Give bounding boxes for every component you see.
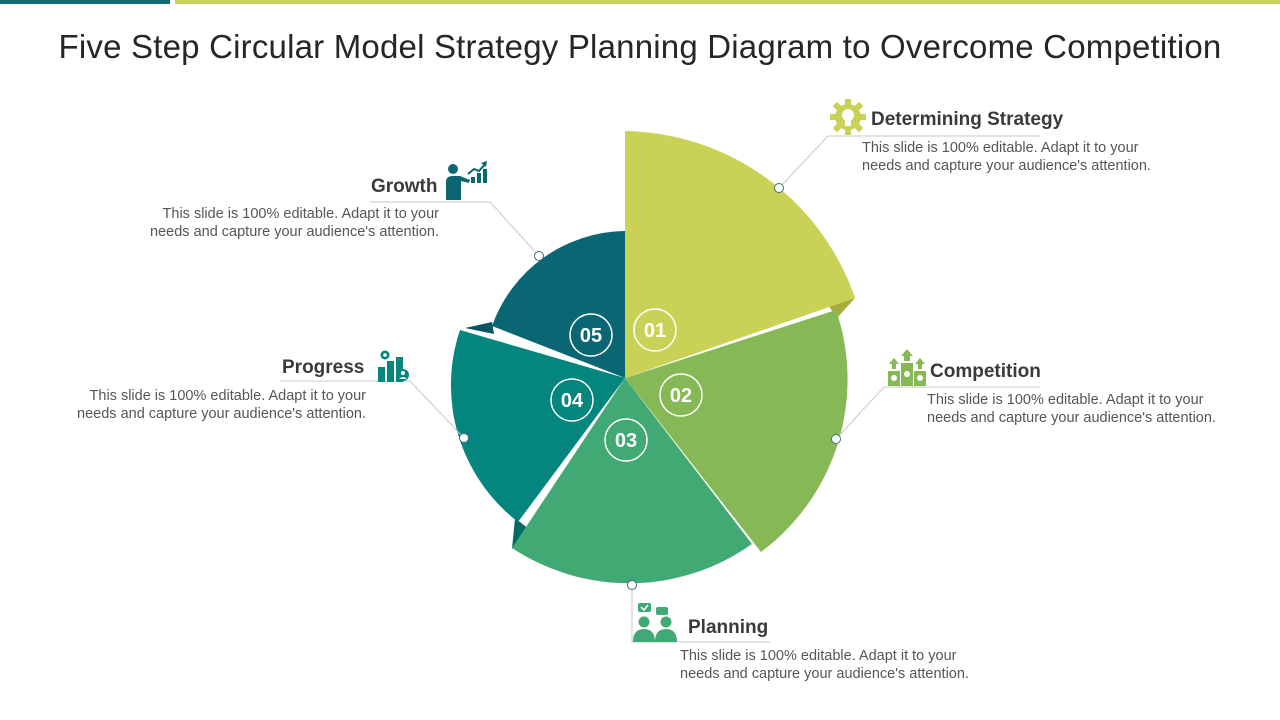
segment-05-edge xyxy=(465,322,494,334)
top-accent-bar-dark xyxy=(0,0,170,4)
svg-text:01: 01 xyxy=(644,320,666,342)
step-01-description: This slide is 100% editable. Adapt it to… xyxy=(862,140,1151,174)
podium-dollar-icon xyxy=(888,349,926,386)
svg-text:05: 05 xyxy=(580,325,602,347)
bar-chart-gear-icon xyxy=(378,350,409,382)
top-accent-bar-lime xyxy=(175,0,1280,4)
step-number-02: 02 xyxy=(659,373,703,417)
connector-03 xyxy=(631,585,770,643)
connector-04 xyxy=(280,380,465,439)
connector-dot-05 xyxy=(534,251,544,261)
connector-dot-04 xyxy=(459,433,469,443)
segment-04 xyxy=(450,330,625,522)
connector-dot-01 xyxy=(774,183,784,193)
step-number-04: 04 xyxy=(550,378,594,422)
step-02-heading: Competition xyxy=(930,361,1041,382)
step-04-heading: Progress xyxy=(282,357,365,378)
step-03-heading: Planning xyxy=(688,617,769,638)
svg-text:04: 04 xyxy=(561,390,584,412)
step-number-05: 05 xyxy=(569,313,613,357)
segment-01 xyxy=(625,131,855,378)
gear-bulb-icon xyxy=(830,99,866,135)
step-05-description: This slide is 100% editable. Adapt it to… xyxy=(150,206,439,240)
step-03-description: This slide is 100% editable. Adapt it to… xyxy=(680,648,969,682)
segment-05 xyxy=(492,231,625,378)
step-01-heading: Determining Strategy xyxy=(871,109,1064,130)
connector-dot-02 xyxy=(831,434,841,444)
step-02-description: This slide is 100% editable. Adapt it to… xyxy=(927,392,1216,426)
step-number-03: 03 xyxy=(604,418,648,462)
connector-05 xyxy=(370,201,540,257)
two-people-chat-icon xyxy=(633,603,677,642)
step-number-01: 01 xyxy=(633,308,677,352)
page-title: Five Step Circular Model Strategy Planni… xyxy=(58,28,1222,65)
segment-02 xyxy=(625,310,848,552)
svg-text:03: 03 xyxy=(615,430,637,452)
svg-text:02: 02 xyxy=(670,385,692,407)
step-05-heading: Growth xyxy=(371,176,438,197)
segment-03 xyxy=(512,378,752,584)
connector-01 xyxy=(778,135,1040,189)
presenter-chart-icon xyxy=(446,161,487,200)
connector-dot-03 xyxy=(627,580,637,590)
step-04-description: This slide is 100% editable. Adapt it to… xyxy=(77,388,366,422)
connector-02 xyxy=(835,386,1040,440)
